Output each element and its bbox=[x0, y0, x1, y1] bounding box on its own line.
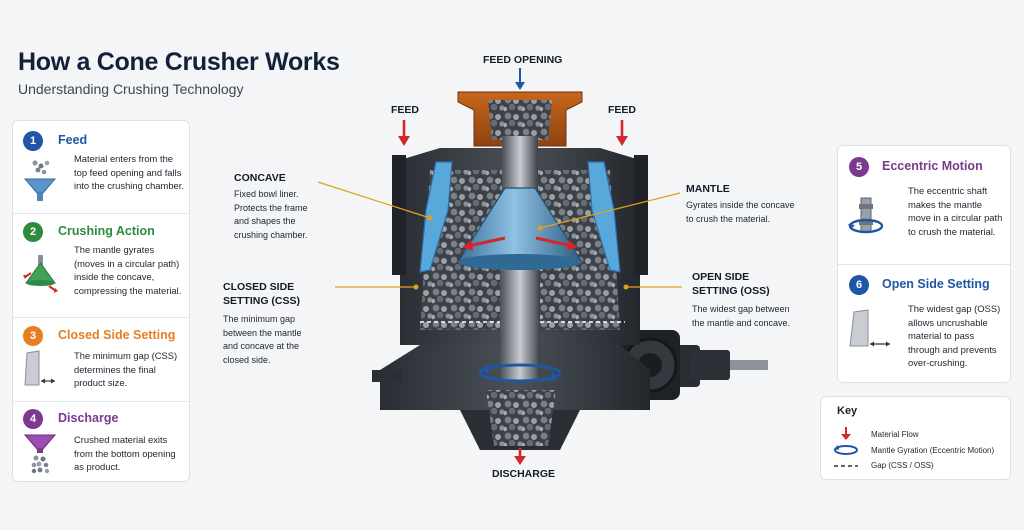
step-desc-open-side-setting: The widest gap (OSS) allows uncrushable … bbox=[908, 303, 1001, 368]
gyration-ring-head-left bbox=[482, 364, 490, 375]
gyration-arrow-left-head bbox=[462, 240, 473, 251]
frame-bolt-right bbox=[634, 155, 648, 275]
divider bbox=[13, 401, 189, 402]
discharge-label: DISCHARGE bbox=[492, 468, 556, 480]
red-arrow-icon bbox=[833, 427, 859, 441]
discharge-material bbox=[486, 390, 556, 446]
legend-label: Mantle Gyration (Eccentric Motion) bbox=[871, 445, 995, 455]
frame-bolt-left bbox=[392, 155, 406, 275]
divider bbox=[13, 317, 189, 318]
feed-left-arrow bbox=[398, 120, 410, 146]
oss-leader-dot bbox=[623, 284, 629, 290]
feed-left-label: FEED bbox=[391, 104, 420, 116]
css-leader-dot bbox=[413, 284, 419, 290]
step-title-discharge: Discharge bbox=[58, 411, 119, 425]
step-title-feed: Feed bbox=[58, 133, 88, 147]
oss-title: OPEN SIDE SETTING (OSS) bbox=[692, 271, 770, 297]
step-title-eccentric-motion: Eccentric Motion bbox=[882, 159, 983, 173]
mantle-leader-dot bbox=[537, 225, 543, 231]
mantle-desc: Gyrates inside the concave to crush the … bbox=[686, 200, 795, 224]
discharge-arrow bbox=[514, 448, 526, 465]
legend-label: Gap (CSS / OSS) bbox=[871, 461, 934, 470]
legend-item-material-flow: Material Flow bbox=[833, 427, 919, 441]
hopper-feed-material bbox=[488, 100, 552, 140]
page-subtitle: Understanding Crushing Technology bbox=[18, 81, 244, 97]
dashed-line-icon bbox=[833, 463, 859, 469]
concave-leader-dot bbox=[427, 215, 433, 221]
legend-title: Key bbox=[837, 405, 858, 417]
main-shaft-upper bbox=[502, 136, 538, 196]
base-foot-left bbox=[372, 370, 402, 382]
gyration-arrow-right bbox=[535, 236, 573, 248]
feed-opening-label: FEED OPENING bbox=[483, 54, 563, 66]
discharge-funnel-icon bbox=[23, 434, 57, 474]
mantle-base bbox=[458, 254, 582, 270]
feed-hopper-icon bbox=[23, 160, 57, 201]
legend-label: Material Flow bbox=[871, 429, 919, 439]
feed-right-label: FEED bbox=[608, 104, 637, 116]
legend-item-gap: Gap (CSS / OSS) bbox=[833, 461, 934, 470]
step-title-closed-side-setting: Closed Side Setting bbox=[58, 328, 176, 342]
gyration-arrow-right-head bbox=[567, 240, 578, 251]
css-gap-icon bbox=[24, 350, 55, 386]
concave-title: CONCAVE bbox=[234, 172, 286, 184]
page-title: How a Cone Crusher Works bbox=[18, 48, 340, 76]
mantle-title: MANTLE bbox=[686, 183, 730, 195]
css-title: CLOSED SIDE SETTING (CSS) bbox=[223, 281, 301, 307]
legend-panel: Key Material Flow Mantle Gyration (Eccen… bbox=[820, 396, 1011, 480]
step-desc-closed-side-setting: The minimum gap (CSS) determines the fin… bbox=[74, 350, 178, 388]
steps-panel-right: 5 Eccentric Motion The eccentric shaft m… bbox=[837, 145, 1011, 383]
concave-liner-right bbox=[587, 161, 621, 273]
divider bbox=[13, 213, 189, 214]
step-title-open-side-setting: Open Side Setting bbox=[882, 277, 990, 291]
mantle-leader bbox=[539, 192, 681, 229]
eccentric-shaft-icon bbox=[848, 197, 884, 234]
concave-leader bbox=[317, 181, 431, 219]
step-desc-eccentric-motion: The eccentric shaft makes the mantle mov… bbox=[908, 185, 1003, 237]
step-badge-5: 5 bbox=[849, 157, 869, 177]
steps-panel-left: 1 Feed Material enters from the top feed… bbox=[12, 120, 190, 482]
oss-gap-icon bbox=[849, 309, 890, 347]
step-badge-2: 2 bbox=[23, 222, 43, 242]
concave-desc: Fixed bowl liner. Protects the frame and… bbox=[234, 189, 308, 240]
step-badge-1: 1 bbox=[23, 131, 43, 151]
step-desc-discharge: Crushed material exits from the bottom o… bbox=[74, 434, 176, 472]
step-desc-feed: Material enters from the top feed openin… bbox=[74, 153, 184, 191]
concave-liner-left bbox=[419, 161, 453, 273]
gyration-ring-icon bbox=[833, 444, 859, 456]
mantle-gyration-icon bbox=[23, 255, 58, 293]
oss-desc: The widest gap between the mantle and co… bbox=[692, 304, 791, 328]
step-desc-crushing-action: The mantle gyrates (moves in a circular … bbox=[74, 244, 182, 296]
main-shaft-lower bbox=[500, 270, 540, 380]
step-title-crushing-action: Crushing Action bbox=[58, 224, 155, 238]
step-badge-6: 6 bbox=[849, 275, 869, 295]
step-badge-3: 3 bbox=[23, 326, 43, 346]
feed-opening-arrow bbox=[515, 68, 525, 90]
gyration-ring-head-right bbox=[550, 371, 558, 382]
step-badge-4: 4 bbox=[23, 409, 43, 429]
css-desc: The minimum gap between the mantle and c… bbox=[223, 314, 302, 365]
drive-shaft bbox=[730, 360, 768, 370]
eccentric-gyration-ring bbox=[478, 363, 562, 383]
legend-item-gyration: Mantle Gyration (Eccentric Motion) bbox=[833, 444, 994, 456]
divider bbox=[838, 264, 1010, 265]
feed-right-arrow bbox=[616, 120, 628, 146]
coupling bbox=[690, 350, 730, 380]
